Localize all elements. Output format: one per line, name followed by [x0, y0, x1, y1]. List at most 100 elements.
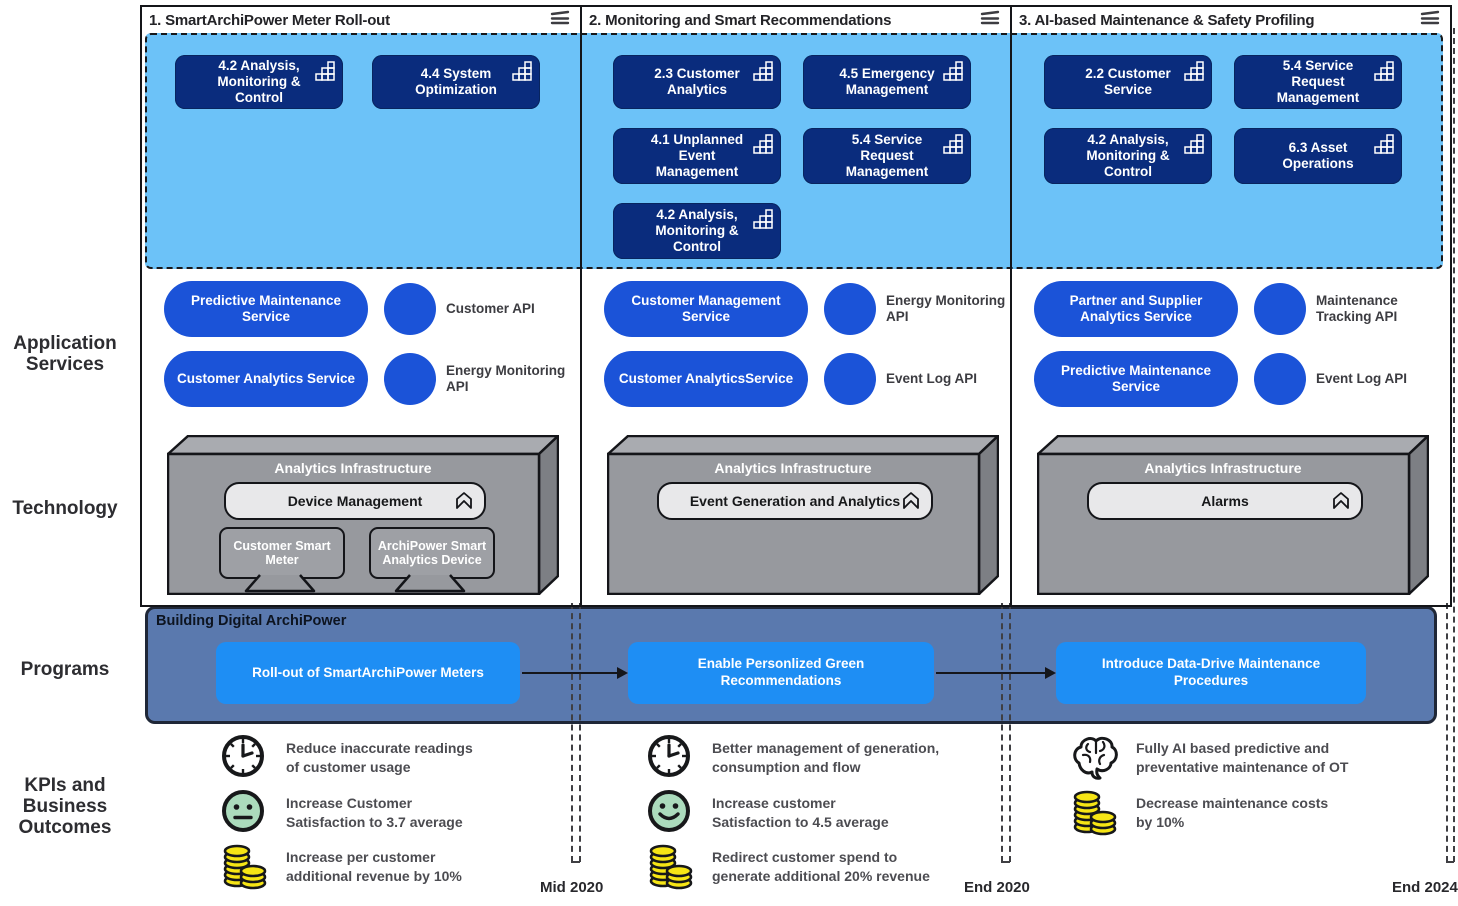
capability-label: 4.2 Analysis, Monitoring & Control [1086, 132, 1170, 179]
row-label-application-services: Application Services [13, 333, 117, 375]
timeline-separator [1009, 603, 1011, 862]
phase-1-group: 1. SmartArchiPower Meter Roll-out 4.2 An… [140, 5, 582, 607]
capability-label: 4.4 System Optimization [415, 66, 497, 97]
capability-label: 6.3 Asset Operations [1282, 140, 1354, 171]
device-stand [394, 574, 466, 593]
node-title: Analytics Infrastructure [1144, 460, 1302, 476]
application-service[interactable]: Customer Management Service [604, 281, 808, 337]
device-box[interactable]: ArchiPower Smart Analytics Device [369, 527, 495, 579]
application-service[interactable]: Customer AnalyticsService [604, 351, 808, 407]
application-service[interactable]: Customer Analytics Service [164, 351, 368, 407]
kpi-item: Increase Customer Satisfaction to 3.7 av… [220, 788, 520, 838]
row-label-kpis: KPIs and Business Outcomes [18, 775, 112, 838]
infrastructure-node[interactable]: Analytics Infrastructure Event Generatio… [607, 435, 999, 595]
kpi-text: Increase Customer Satisfaction to 3.7 av… [286, 795, 463, 830]
kpi-item: Increase customer Satisfaction to 4.5 av… [646, 788, 966, 838]
function-icon [1330, 490, 1352, 515]
capability-label: 2.2 Customer Service [1085, 66, 1171, 97]
capability-strip [145, 33, 1443, 269]
component-label: Event Generation and Analytics [689, 493, 901, 509]
api-interface-circle[interactable] [384, 353, 436, 405]
capability-box[interactable]: 2.3 Customer Analytics [613, 55, 781, 109]
capability-box[interactable]: 4.2 Analysis, Monitoring & Control [175, 55, 343, 109]
capability-box[interactable]: 6.3 Asset Operations [1234, 128, 1402, 184]
tech-component[interactable]: Alarms [1087, 482, 1363, 520]
api-interface-circle[interactable] [1254, 353, 1306, 405]
program-box[interactable]: Enable Personlized Green Recommendations [628, 642, 934, 704]
phase-2-header: 2. Monitoring and Smart Recommendations [582, 7, 1010, 33]
timeline-separator-end [1446, 861, 1454, 863]
kpi-text: Redirect customer spend to generate addi… [712, 849, 930, 884]
timeline-separator-end [571, 861, 580, 863]
capability-box[interactable]: 4.5 Emergency Management [803, 55, 971, 109]
capability-icon [753, 61, 773, 85]
capability-icon [753, 134, 773, 158]
phase-2-group: 2. Monitoring and Smart Recommendations … [580, 5, 1012, 607]
service-label: Partner and Supplier Analytics Service [1069, 292, 1203, 324]
infrastructure-node[interactable]: Analytics Infrastructure Alarms [1037, 435, 1429, 595]
infrastructure-node[interactable]: Analytics Infrastructure Device Manageme… [167, 435, 559, 595]
api-interface-circle[interactable] [824, 283, 876, 335]
device-label: ArchiPower Smart Analytics Device [377, 538, 487, 567]
capability-icon [943, 134, 963, 158]
capability-label: 5.4 Service Request Management [845, 132, 929, 179]
api-label: Customer API [446, 300, 535, 316]
capability-icon [1374, 134, 1394, 158]
capability-box[interactable]: 2.2 Customer Service [1044, 55, 1212, 109]
timeline-label: End 2020 [964, 879, 1030, 896]
timeline-separator [1001, 603, 1003, 862]
node-3d-shape [607, 435, 999, 595]
application-service[interactable]: Predictive Maintenance Service [1034, 351, 1238, 407]
program-label: Roll-out of SmartArchiPower Meters [252, 664, 484, 680]
clock-icon [220, 733, 266, 784]
viewpoint-menu-icon[interactable] [978, 10, 1002, 31]
program-box[interactable]: Roll-out of SmartArchiPower Meters [216, 642, 520, 704]
timeline-separator [1446, 603, 1448, 862]
programs-band: Building Digital ArchiPower Roll-out of … [145, 606, 1437, 724]
api-interface-circle[interactable] [824, 353, 876, 405]
tech-component[interactable]: Event Generation and Analytics [657, 482, 933, 520]
tech-component[interactable]: Device Management [224, 482, 486, 520]
kpi-text: Increase customer Satisfaction to 4.5 av… [712, 795, 889, 830]
phase-1-title: 1. SmartArchiPower Meter Roll-out [149, 11, 390, 29]
program-label: Introduce Data-Drive Maintenance Procedu… [1101, 656, 1321, 688]
capability-icon [512, 61, 532, 85]
row-label-technology: Technology [12, 498, 118, 519]
node-3d-shape [1037, 435, 1429, 595]
coins-icon [646, 842, 694, 895]
service-label: Predictive Maintenance Service [1060, 362, 1212, 394]
capability-icon [753, 209, 773, 233]
capability-box[interactable]: 5.4 Service Request Management [1234, 55, 1402, 109]
kpi-text: Better management of generation, consump… [712, 740, 940, 775]
device-box[interactable]: Customer Smart Meter [219, 527, 345, 579]
viewpoint-menu-icon[interactable] [1418, 10, 1442, 31]
capability-box[interactable]: 4.1 Unplanned Event Management [613, 128, 781, 184]
api-interface-circle[interactable] [384, 283, 436, 335]
capability-icon [315, 61, 335, 85]
application-service[interactable]: Partner and Supplier Analytics Service [1034, 281, 1238, 337]
kpi-item: Reduce inaccurate readings of customer u… [220, 733, 520, 783]
capability-box[interactable]: 4.4 System Optimization [372, 55, 540, 109]
program-flow-arrow [936, 666, 1056, 679]
api-interface-circle[interactable] [1254, 283, 1306, 335]
service-label: Customer AnalyticsService [618, 370, 794, 386]
capability-icon [1184, 61, 1204, 85]
node-title: Analytics Infrastructure [714, 460, 872, 476]
program-box[interactable]: Introduce Data-Drive Maintenance Procedu… [1056, 642, 1366, 704]
brain-icon [1070, 733, 1118, 786]
program-flow-arrow [522, 666, 628, 679]
kpi-item: Decrease maintenance costs by 10% [1070, 788, 1390, 838]
viewpoint-menu-icon[interactable] [548, 10, 572, 31]
phase-3-group: 3. AI-based Maintenance & Safety Profili… [1010, 5, 1452, 607]
coins-icon [220, 842, 268, 895]
capability-box[interactable]: 4.2 Analysis, Monitoring & Control [613, 203, 781, 259]
device-label: Customer Smart Meter [233, 538, 331, 567]
application-service[interactable]: Predictive Maintenance Service [164, 281, 368, 337]
service-label: Predictive Maintenance Service [190, 292, 342, 324]
capability-box[interactable]: 5.4 Service Request Management [803, 128, 971, 184]
capability-label: 4.1 Unplanned Event Management [650, 132, 744, 179]
phase-1-header: 1. SmartArchiPower Meter Roll-out [142, 7, 580, 33]
capability-label: 4.2 Analysis, Monitoring & Control [217, 58, 301, 105]
capability-box[interactable]: 4.2 Analysis, Monitoring & Control [1044, 128, 1212, 184]
api-label: Maintenance Tracking API [1316, 292, 1398, 324]
